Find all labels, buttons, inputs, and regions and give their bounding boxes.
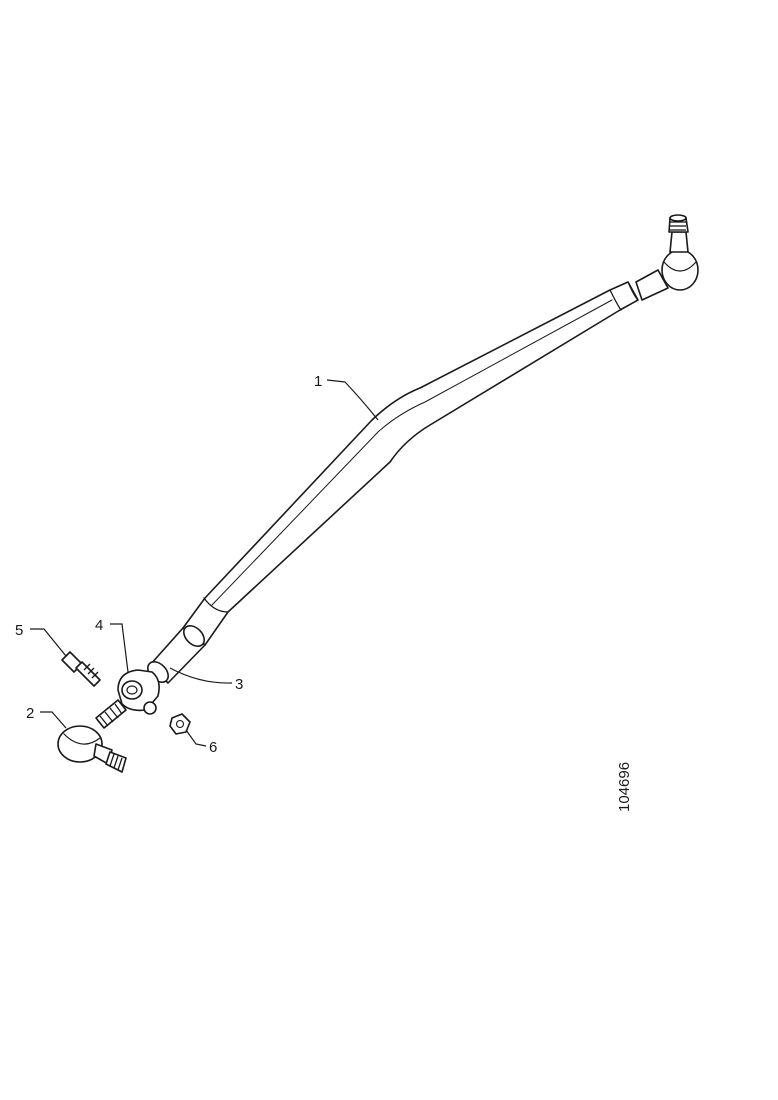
callout-1: 1 — [314, 373, 322, 390]
leader-2 — [40, 711, 67, 729]
threaded-tube-end — [147, 625, 206, 684]
leader-1 — [326, 379, 379, 421]
leader-4 — [110, 623, 129, 673]
callout-4: 4 — [95, 617, 103, 634]
reference-number: 104696 — [616, 762, 633, 812]
callout-5: 5 — [15, 622, 23, 639]
leader-6 — [185, 729, 207, 747]
callout-3: 3 — [235, 676, 243, 693]
clamp-bolt — [61, 651, 101, 687]
leader-lines — [30, 379, 379, 747]
leader-3 — [169, 667, 233, 684]
leader-5 — [30, 628, 67, 657]
right-ball-joint — [635, 214, 699, 301]
callout-2: 2 — [26, 705, 34, 722]
tie-rod-tube — [182, 281, 639, 646]
clamp — [117, 669, 160, 715]
clamp-nut — [169, 713, 191, 735]
left-ball-joint — [57, 699, 127, 773]
callout-6: 6 — [209, 739, 217, 756]
